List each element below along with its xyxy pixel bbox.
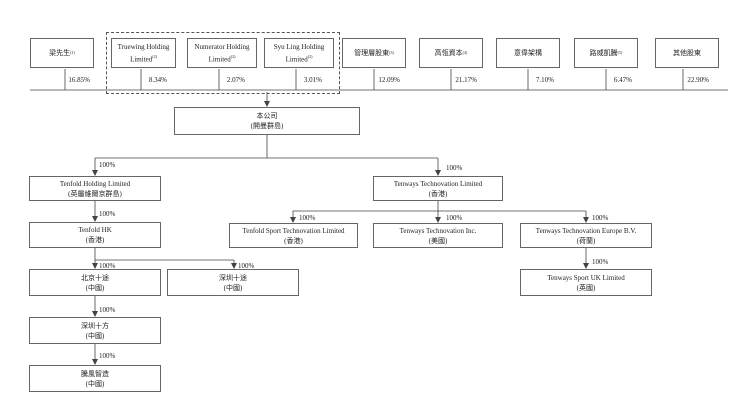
company-jurisdiction: (開曼群島) — [250, 122, 284, 130]
entity-name: 北京十途 — [81, 273, 109, 282]
shareholder-box-management: 管理層股東(3) — [342, 38, 406, 68]
entity-box-tenways-europe: Tenways Technovation Europe B.V. (荷蘭) — [520, 223, 652, 248]
entity-jurisdiction: (中國) — [85, 331, 105, 340]
shareholder-pct: 2.07% — [226, 76, 245, 84]
entity-jurisdiction: (荷蘭) — [576, 236, 596, 245]
shareholder-box-liang: 梁先生(1) — [30, 38, 94, 68]
shareholder-name: Numerator Holding Limited — [194, 42, 250, 64]
shareholder-pct: 3.01% — [303, 76, 322, 84]
entity-box-tenways-tech: Tenways Technovation Limited (香港) — [373, 176, 503, 201]
ownership-pct: 100% — [299, 214, 316, 222]
entity-name: Tenways Technovation Inc. — [399, 226, 477, 235]
shareholder-box-truewing: Truewing Holding Limited(2) — [111, 38, 176, 68]
entity-jurisdiction: (英國) — [576, 283, 596, 292]
shareholder-box-others: 其他股東 — [655, 38, 719, 68]
shareholder-note: (5) — [617, 50, 623, 55]
entity-name: Tenways Technovation Europe B.V. — [535, 226, 637, 235]
shareholder-pct: 21.17% — [455, 76, 477, 84]
ownership-pct: 100% — [99, 161, 116, 169]
entity-box-tenfold-hk: Tenfold HK (香港) — [29, 222, 161, 248]
shareholder-pct: 16.85% — [68, 76, 90, 84]
ownership-pct: 100% — [99, 210, 116, 218]
entity-name: Tenfold Holding Limited — [59, 179, 131, 188]
entity-name: 騰風智造 — [81, 369, 109, 378]
entity-name: 深圳十方 — [81, 321, 109, 330]
entity-jurisdiction: (香港) — [284, 236, 303, 245]
ownership-pct: 100% — [446, 164, 463, 172]
ownership-pct: 100% — [592, 258, 609, 266]
shareholder-note: (2) — [307, 53, 313, 59]
entity-name: 深圳十途 — [219, 273, 247, 282]
ownership-pct: 100% — [592, 214, 609, 222]
entity-box-beijing: 北京十途 (中國) — [29, 269, 161, 296]
ownership-pct: 100% — [99, 262, 116, 270]
shareholder-box-numerator: Numerator Holding Limited(2) — [187, 38, 257, 68]
entity-box-tenways-inc: Tenways Technovation Inc. (美國) — [373, 223, 503, 248]
entity-box-tenfold-sport: Tenfold Sport Technovation Limited (香港) — [229, 223, 358, 248]
entity-box-shenzhen-fang: 深圳十方 (中國) — [29, 317, 161, 344]
entity-name: Tenfold Sport Technovation Limited — [242, 226, 345, 235]
entity-box-tenfold-holding: Tenfold Holding Limited (英屬維爾京群島) — [29, 176, 161, 201]
shareholder-box-syu-ling: Syu Ling Holding Limited(2) — [264, 38, 334, 68]
shareholder-name: 高瓴資本 — [434, 49, 463, 57]
entity-name: Tenways Sport UK Limited — [547, 273, 625, 282]
shareholder-note: (2) — [152, 53, 157, 59]
shareholder-pct: 22.90% — [687, 76, 709, 84]
entity-jurisdiction: (英屬維爾京群島) — [68, 189, 122, 198]
shareholder-note: (3) — [389, 50, 394, 55]
shareholder-box-hillhouse: 高瓴資本(4) — [419, 38, 483, 68]
shareholder-note: (4) — [462, 50, 468, 55]
shareholder-note: (2) — [230, 53, 236, 59]
shareholder-box-yiwei: 意偉架構 — [496, 38, 560, 68]
company-box: 本公司 (開曼群島) — [174, 107, 360, 135]
shareholder-name: 梁先生 — [49, 49, 71, 57]
shareholder-name: 意偉架構 — [514, 49, 542, 57]
ownership-pct: 100% — [99, 306, 116, 314]
entity-jurisdiction: (中國) — [223, 283, 243, 292]
shareholder-pct: 7.10% — [535, 76, 554, 84]
entity-box-tengfeng: 騰風智造 (中國) — [29, 365, 161, 392]
shareholder-name: 路威凱騰 — [589, 49, 618, 57]
ownership-pct: 100% — [99, 352, 116, 360]
shareholder-name: 管理層股東 — [354, 49, 390, 57]
entity-jurisdiction: (美國) — [428, 236, 448, 245]
holding-group-dashed-border — [106, 32, 340, 94]
entity-jurisdiction: (香港) — [428, 189, 448, 198]
entity-jurisdiction: (中國) — [85, 379, 105, 388]
entity-box-shenzhen-tu: 深圳十途 (中國) — [167, 269, 299, 296]
shareholder-box-lvmh: 路威凱騰(5) — [574, 38, 638, 68]
entity-jurisdiction: (中國) — [85, 283, 105, 292]
shareholder-note: (1) — [70, 50, 75, 55]
entity-name: Tenfold HK — [78, 226, 112, 234]
shareholder-name: Truewing Holding Limited — [117, 42, 170, 64]
company-name: 本公司 — [256, 112, 278, 120]
entity-name: Tenways Technovation Limited — [393, 179, 483, 188]
ownership-pct: 100% — [446, 214, 463, 222]
entity-box-tenways-uk: Tenways Sport UK Limited (英國) — [520, 269, 652, 296]
shareholder-name: Syu Ling Holding Limited — [273, 42, 325, 64]
shareholder-name: 其他股東 — [673, 49, 701, 57]
ownership-pct: 100% — [238, 262, 255, 270]
shareholder-pct: 12.09% — [378, 76, 400, 84]
shareholder-pct: 8.34% — [148, 76, 167, 84]
entity-jurisdiction: (香港) — [85, 236, 105, 244]
shareholder-pct: 6.47% — [613, 76, 632, 84]
